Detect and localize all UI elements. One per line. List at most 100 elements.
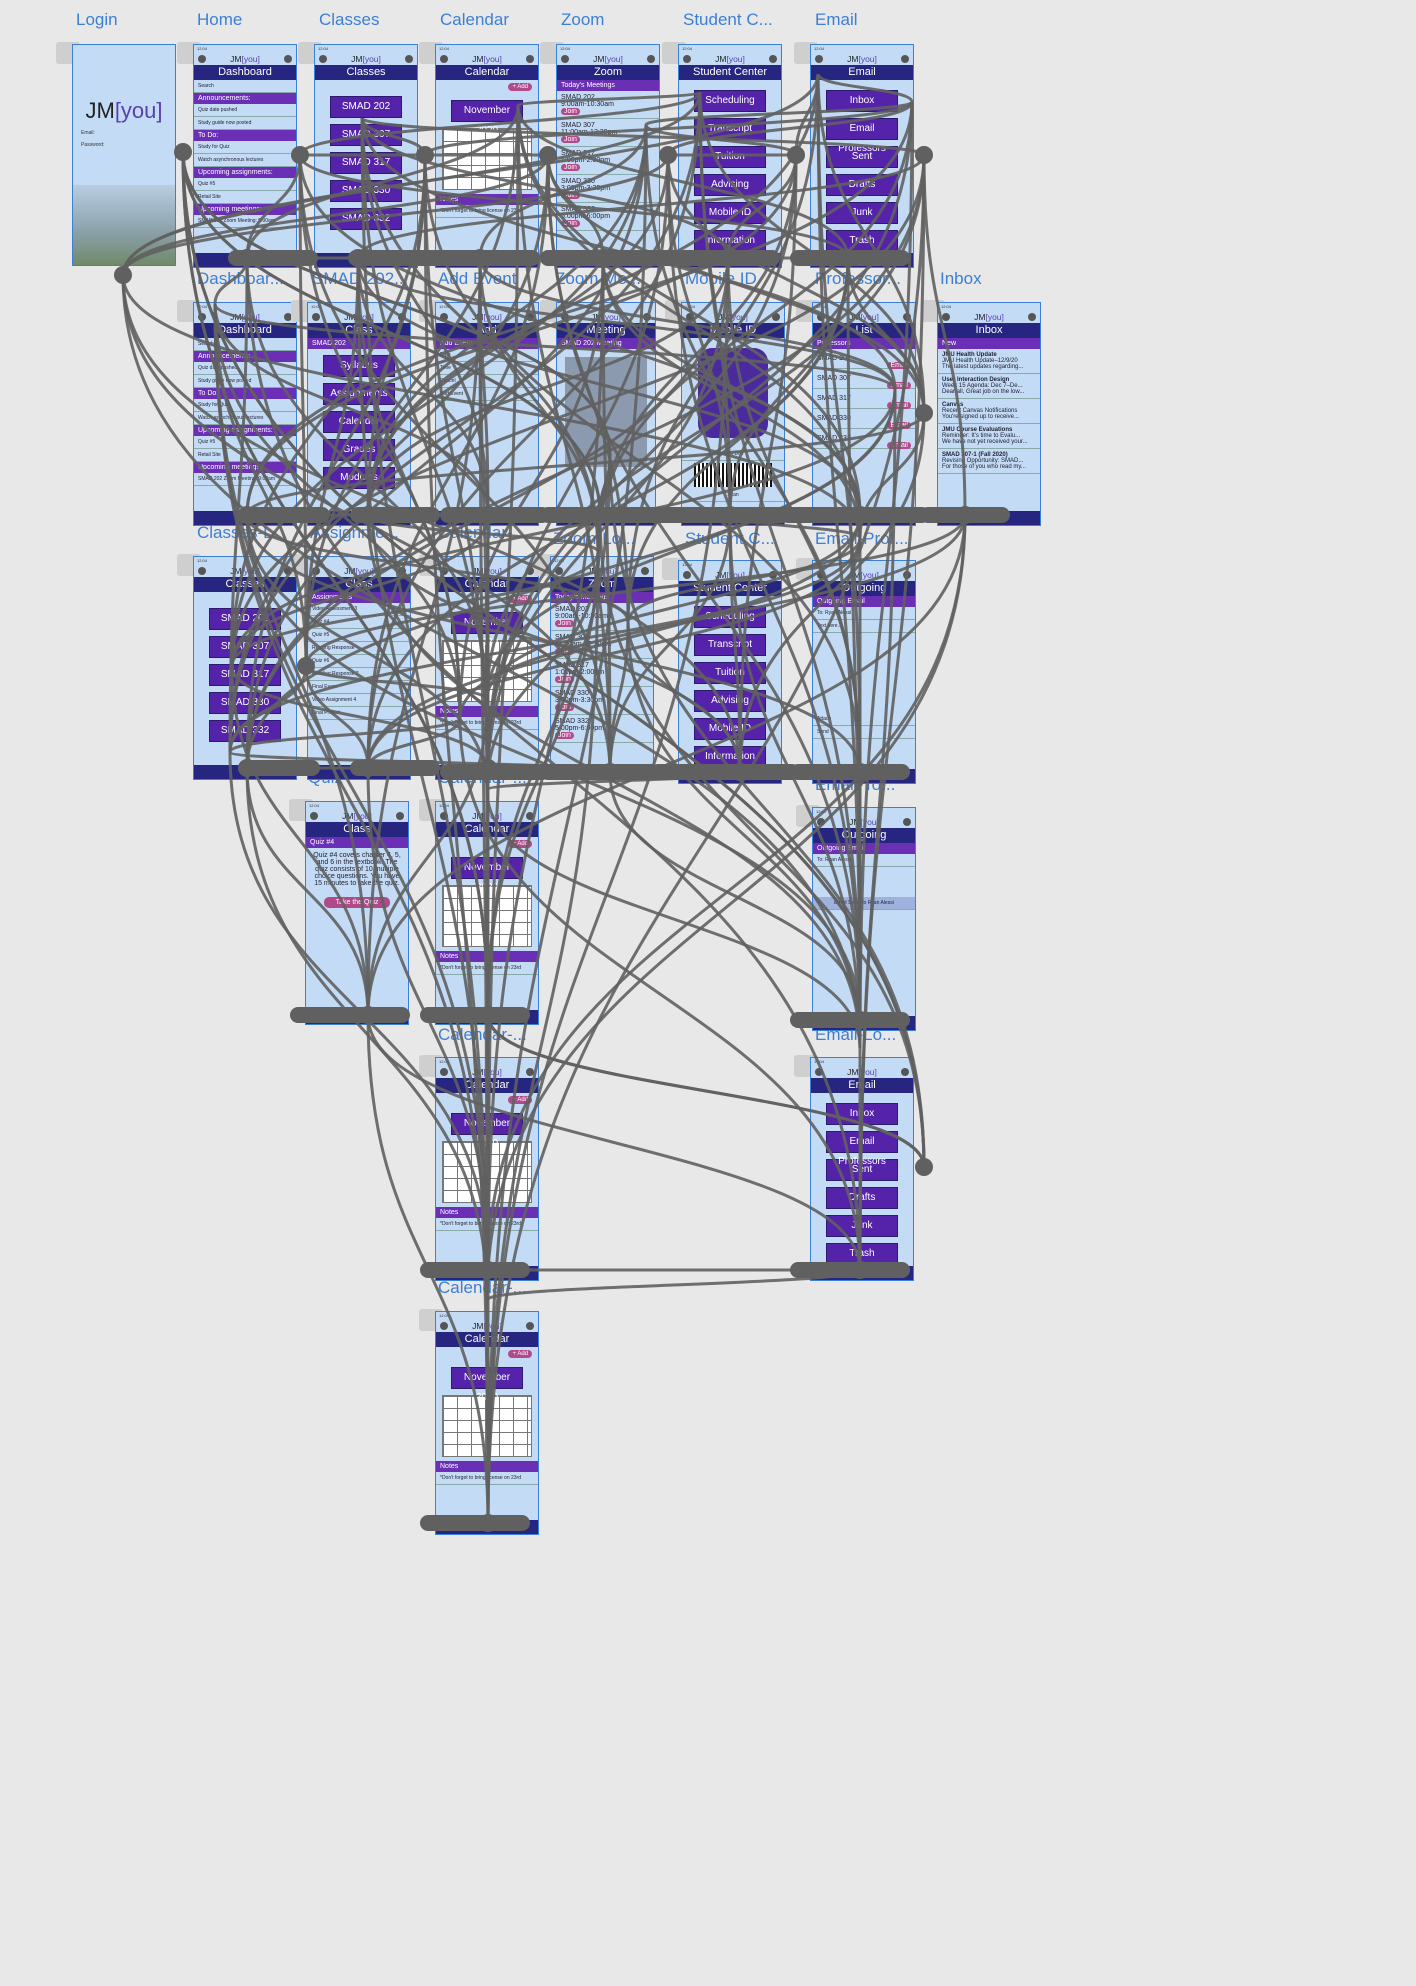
link-handle[interactable] <box>851 506 869 524</box>
email-menu-button[interactable]: Drafts <box>826 174 898 196</box>
gear-icon[interactable] <box>641 567 649 575</box>
profile-icon[interactable] <box>817 313 825 321</box>
profile-icon[interactable] <box>440 313 448 321</box>
class-button[interactable]: SMAD 202 <box>330 96 402 118</box>
hotspot-bar[interactable] <box>640 507 790 523</box>
hotspot-bar[interactable] <box>290 1007 410 1023</box>
profile-icon[interactable] <box>440 1068 448 1076</box>
gear-icon[interactable] <box>526 1322 534 1330</box>
link-handle[interactable] <box>416 146 434 164</box>
join-button[interactable]: Join <box>561 108 580 115</box>
assignment-item[interactable]: Reading Response <box>308 642 410 655</box>
student-menu-button[interactable]: Scheduling <box>694 90 766 112</box>
take-quiz-button[interactable]: Take the Quiz <box>324 897 390 908</box>
gear-icon[interactable] <box>526 313 534 321</box>
hotspot-bar[interactable] <box>650 764 800 780</box>
hotspot-bar[interactable] <box>240 760 320 776</box>
gear-icon[interactable] <box>526 1068 534 1076</box>
link-handle[interactable] <box>238 249 256 267</box>
attach-button[interactable]: Attach <box>813 713 915 726</box>
link-handle[interactable] <box>479 1006 497 1024</box>
profile-icon[interactable] <box>319 55 327 63</box>
gear-icon[interactable] <box>405 55 413 63</box>
assignment-item[interactable]: Final Project <box>308 707 410 720</box>
join-button[interactable]: Join <box>561 136 580 143</box>
link-handle[interactable] <box>359 506 377 524</box>
hotspot-bar[interactable] <box>640 250 780 266</box>
profile-icon[interactable] <box>815 1068 823 1076</box>
gear-icon[interactable] <box>901 1068 909 1076</box>
link-handle[interactable] <box>851 763 869 781</box>
link-handle[interactable] <box>479 506 497 524</box>
profile-icon[interactable] <box>440 812 448 820</box>
new-button[interactable]: New <box>938 338 1040 349</box>
profile-icon[interactable] <box>683 55 691 63</box>
screen-login[interactable]: JM[you]Email:Password: <box>72 44 176 266</box>
add-button[interactable]: + Add <box>508 83 532 91</box>
hotspot-bar[interactable] <box>420 1515 530 1531</box>
link-handle[interactable] <box>114 266 132 284</box>
link-handle[interactable] <box>238 759 256 777</box>
join-button[interactable]: Join <box>561 192 580 199</box>
student-menu-button[interactable]: Advising <box>694 690 766 712</box>
email-professor-button[interactable]: Email <box>887 382 911 389</box>
link-handle[interactable] <box>479 1261 497 1279</box>
link-handle[interactable] <box>471 249 489 267</box>
inbox-message[interactable]: SMAD 307-1 (Fall 2020)Revising Opportuni… <box>938 449 1040 474</box>
hotspot-bar[interactable] <box>790 764 910 780</box>
assignment-item[interactable]: Quiz #4 <box>308 616 410 629</box>
profile-icon[interactable] <box>440 55 448 63</box>
add-button[interactable]: + Add <box>508 1096 532 1104</box>
assignment-item[interactable]: Final Exam <box>308 681 410 694</box>
gear-icon[interactable] <box>772 313 780 321</box>
link-handle[interactable] <box>956 506 974 524</box>
date-field[interactable]: Date <box>436 349 538 362</box>
profile-icon[interactable] <box>817 571 825 579</box>
profile-icon[interactable] <box>440 1322 448 1330</box>
hotspot-bar[interactable] <box>240 507 330 523</box>
profile-icon[interactable] <box>555 567 563 575</box>
gear-icon[interactable] <box>396 812 404 820</box>
link-handle[interactable] <box>915 146 933 164</box>
profile-icon[interactable] <box>942 313 950 321</box>
time-field[interactable]: Time <box>436 362 538 375</box>
profile-icon[interactable] <box>312 313 320 321</box>
link-handle[interactable] <box>839 249 857 267</box>
gear-icon[interactable] <box>284 313 292 321</box>
gear-icon[interactable] <box>284 55 292 63</box>
profile-icon[interactable] <box>198 55 206 63</box>
gear-icon[interactable] <box>526 812 534 820</box>
add-button[interactable]: + Add <box>508 840 532 848</box>
link-handle[interactable] <box>915 1158 933 1176</box>
hotspot-bar[interactable] <box>790 1012 910 1028</box>
link-handle[interactable] <box>719 249 737 267</box>
join-button[interactable]: Join <box>555 620 574 627</box>
link-handle[interactable] <box>851 1261 869 1279</box>
link-handle[interactable] <box>731 763 749 781</box>
profile-icon[interactable] <box>310 812 318 820</box>
join-button[interactable]: Join <box>555 704 574 711</box>
hotspot-bar[interactable] <box>540 764 660 780</box>
add-button[interactable]: + Add <box>508 1350 532 1358</box>
hotspot-bar[interactable] <box>420 1262 530 1278</box>
profile-icon[interactable] <box>561 55 569 63</box>
gear-icon[interactable] <box>526 55 534 63</box>
link-handle[interactable] <box>479 1514 497 1532</box>
join-button[interactable]: Join <box>555 732 574 739</box>
gear-icon[interactable] <box>647 55 655 63</box>
assignment-item[interactable]: Quiz #6 <box>308 655 410 668</box>
link-handle[interactable] <box>291 146 309 164</box>
profile-icon[interactable] <box>817 818 825 826</box>
link-handle[interactable] <box>915 404 933 422</box>
email-professor-button[interactable]: Email <box>887 362 911 369</box>
link-handle[interactable] <box>851 1011 869 1029</box>
link-handle[interactable] <box>297 657 315 675</box>
link-handle[interactable] <box>721 506 739 524</box>
profile-icon[interactable] <box>815 55 823 63</box>
link-handle[interactable] <box>787 146 805 164</box>
join-button[interactable]: Join <box>561 220 580 227</box>
link-handle[interactable] <box>479 759 497 777</box>
